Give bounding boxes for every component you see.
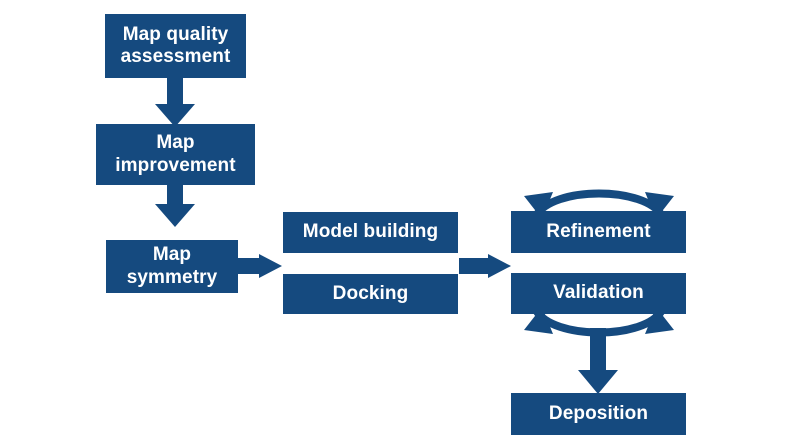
arrow-building-to-refinement bbox=[459, 254, 511, 278]
node-map-quality-assessment[interactable]: Map quality assessment bbox=[105, 14, 246, 78]
node-deposition[interactable]: Deposition bbox=[511, 393, 686, 435]
node-label: Map symmetry bbox=[126, 244, 218, 288]
node-label: Deposition bbox=[548, 402, 649, 424]
node-model-building[interactable]: Model building bbox=[283, 212, 458, 253]
arrow-validation-to-deposition bbox=[578, 328, 618, 394]
node-label: Model building bbox=[302, 221, 439, 243]
node-label: Map quality assessment bbox=[120, 23, 231, 67]
node-label: Validation bbox=[553, 282, 644, 304]
node-label: Refinement bbox=[546, 220, 651, 242]
node-label: Map improvement bbox=[115, 132, 236, 176]
node-label: Docking bbox=[332, 282, 409, 304]
node-validation[interactable]: Validation bbox=[511, 273, 686, 314]
arrow-map-improvement-to-map-symmetry bbox=[155, 183, 195, 227]
node-refinement[interactable]: Refinement bbox=[511, 211, 686, 253]
node-map-symmetry[interactable]: Map symmetry bbox=[106, 240, 238, 293]
arrow-map-quality-to-map-improvement bbox=[155, 76, 195, 127]
arrow-map-symmetry-to-model-building bbox=[236, 254, 282, 278]
arc-refinement-validation-top bbox=[524, 189, 674, 219]
node-docking[interactable]: Docking bbox=[283, 274, 458, 314]
node-map-improvement[interactable]: Map improvement bbox=[96, 124, 255, 185]
